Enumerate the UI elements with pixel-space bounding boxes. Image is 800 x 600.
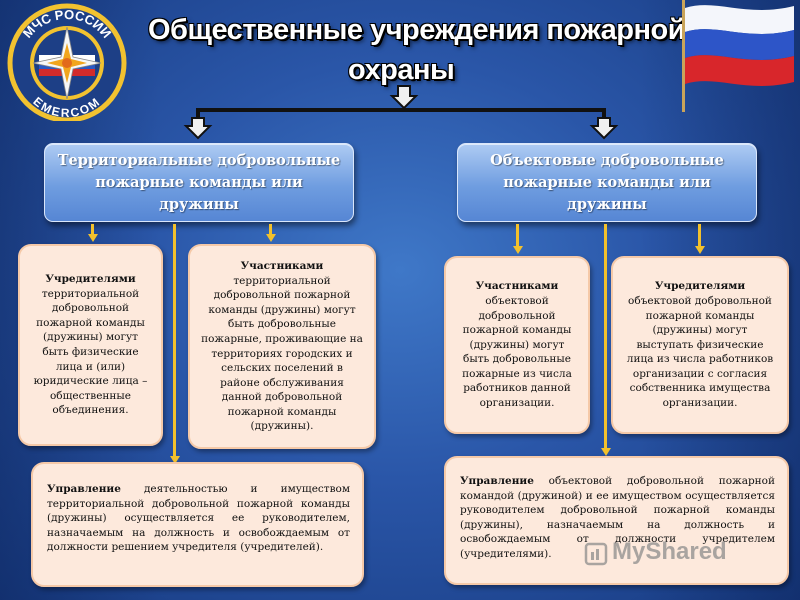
object-participants-text: объектовой добровольной пожарной команды… xyxy=(462,294,572,410)
territorial-header-box: Территориальные добровольные пожарные ко… xyxy=(44,143,354,222)
territorial-founders-lead: Учредителями xyxy=(45,273,136,286)
page-title-line1: Общественные учреждения пожарной xyxy=(148,14,686,46)
object-header-box: Объектовые добровольные пожарные команды… xyxy=(457,143,757,222)
arrow-to-object-founders xyxy=(695,224,705,254)
object-participants-box: Участниками объектовой добровольной пожа… xyxy=(444,256,590,434)
arrow-to-object-participants xyxy=(513,224,523,254)
territorial-participants-box: Участниками территориальной добровольной… xyxy=(188,244,376,449)
object-founders-text: объектовой добровольной пожарной команды… xyxy=(626,294,774,410)
territorial-founders-box: Учредителями территориальной добровольно… xyxy=(18,244,163,446)
object-participants-lead: Участниками xyxy=(475,280,559,293)
territorial-management-lead: Управление xyxy=(47,483,121,495)
arrow-to-territorial-participants xyxy=(266,224,276,242)
emercom-logo: МЧС РОССИИ EMERCOM xyxy=(7,3,127,121)
object-management-text: объектовой добровольной пожарной командо… xyxy=(460,475,775,560)
watermark-text: MyShared xyxy=(612,538,727,565)
page-title-line2: охраны xyxy=(348,54,455,86)
territorial-management-box: Управление деятельностью и имуществом те… xyxy=(31,462,364,587)
object-header-text: Объектовые добровольные пожарные команды… xyxy=(490,151,724,213)
russian-flag xyxy=(682,0,794,112)
territorial-participants-text: территориальной добровольной пожарной ко… xyxy=(201,274,363,433)
object-management-lead: Управление xyxy=(460,475,534,487)
territorial-header-text: Территориальные добровольные пожарные ко… xyxy=(57,151,341,213)
object-management-box: Управление объектовой добровольной пожар… xyxy=(444,456,789,585)
territorial-participants-lead: Участниками xyxy=(240,259,324,272)
arrow-to-object-management xyxy=(601,224,611,456)
object-founders-lead: Учредителями xyxy=(654,280,746,293)
connector-arrows xyxy=(183,85,619,140)
watermark-icon xyxy=(584,542,608,566)
territorial-founders-text: территориальной добровольной пожарной ко… xyxy=(33,287,148,417)
object-founders-box: Учредителями объектовой добровольной пож… xyxy=(611,256,789,434)
territorial-management-text: деятельностью и имуществом территориальн… xyxy=(47,483,350,554)
arrow-to-territorial-management xyxy=(170,224,180,464)
arrow-to-territorial-founders xyxy=(88,224,98,242)
